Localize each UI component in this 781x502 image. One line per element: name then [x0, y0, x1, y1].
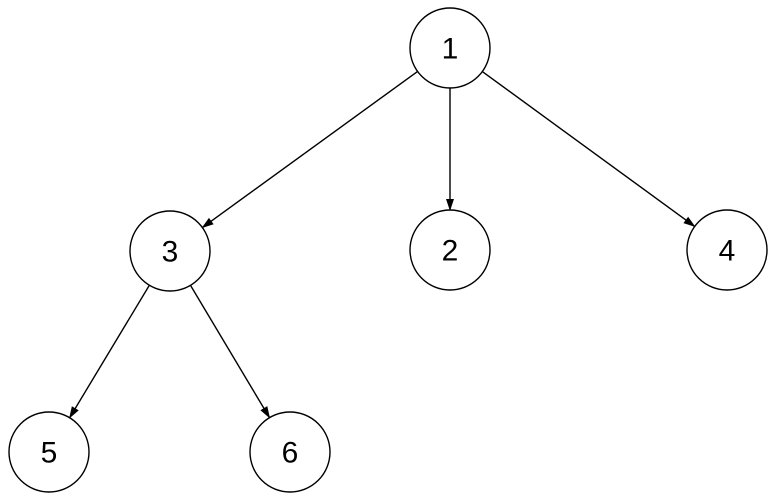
node-label-4: 4 — [719, 235, 736, 268]
node-label-3: 3 — [162, 236, 179, 269]
node-circle-5 — [8, 411, 90, 493]
edge-1-to-3 — [201, 70, 419, 229]
tree-node-4: 4 — [686, 209, 768, 291]
node-circle-1 — [409, 7, 491, 89]
tree-node-6: 6 — [249, 411, 331, 493]
node-circle-3 — [129, 210, 211, 292]
edge-1-to-4 — [481, 71, 696, 228]
tree-node-3: 3 — [129, 210, 211, 292]
tree-node-2: 2 — [409, 209, 491, 291]
node-label-5: 5 — [41, 437, 58, 470]
edges-layer — [69, 70, 696, 419]
node-circle-4 — [686, 209, 768, 291]
node-circle-2 — [409, 209, 491, 291]
node-label-2: 2 — [442, 235, 459, 268]
edge-3-to-5 — [69, 284, 150, 419]
node-label-1: 1 — [442, 33, 459, 66]
tree-node-5: 5 — [8, 411, 90, 493]
edge-3-to-6 — [189, 284, 271, 419]
nodes-layer: 1 3 2 4 5 6 — [8, 7, 768, 493]
node-circle-6 — [249, 411, 331, 493]
tree-node-1: 1 — [409, 7, 491, 89]
node-label-6: 6 — [282, 437, 299, 470]
